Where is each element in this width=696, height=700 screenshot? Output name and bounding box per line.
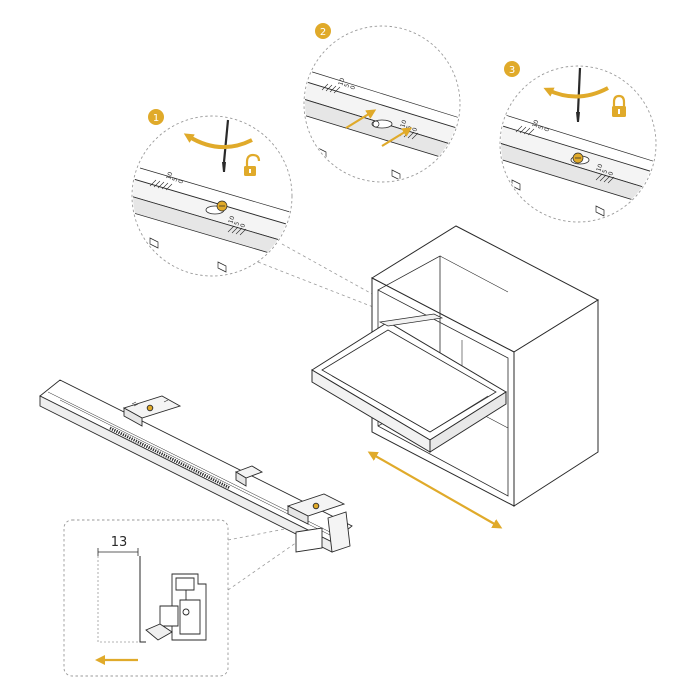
- runner-end-bracket: [327, 511, 351, 553]
- ruler-mark: 5: [537, 125, 545, 131]
- unlock-icon: [244, 153, 261, 176]
- cabinet-rail: [378, 313, 444, 327]
- step-2-detail: 10 5 0 10 5 0 2: [303, 23, 461, 183]
- ruler-ticks: [149, 179, 247, 236]
- ruler-mark: 10: [595, 163, 604, 173]
- step-number: 3: [509, 65, 515, 76]
- ruler-mark: 5: [601, 169, 609, 175]
- screwdriver-icon: [222, 119, 230, 172]
- step-number: 2: [320, 27, 326, 38]
- runner-track: [109, 426, 231, 490]
- lock-icon: [612, 94, 626, 117]
- ruler-mark: 0: [543, 127, 551, 133]
- connector-line-inset-a: [227, 527, 291, 541]
- ruler-mark: 10: [227, 215, 236, 225]
- step-badge: [504, 61, 520, 77]
- ruler-mark: 0: [349, 85, 357, 91]
- step-number: 1: [153, 113, 159, 124]
- screwdriver-icon: [576, 67, 582, 122]
- connector-line-inset-b: [227, 539, 301, 591]
- step-badge: [148, 109, 164, 125]
- ruler-mark: 10: [531, 119, 540, 129]
- dimension-value: 13: [111, 535, 128, 550]
- inset-detail: 13: [63, 519, 229, 677]
- step-1-detail: 10 5 0 10 5 0 1: [131, 109, 293, 277]
- rotate-arrow-icon: [543, 86, 609, 99]
- ruler-mark: 0: [411, 127, 419, 133]
- rail-plate: [305, 79, 459, 151]
- adjust-screw: [146, 404, 154, 412]
- step-badge: [315, 23, 331, 39]
- ruler-mark: 5: [343, 83, 351, 89]
- slide-arrow-icon: [345, 109, 413, 147]
- connector-line-detail-1a: [257, 261, 387, 313]
- ruler-mark: 10: [399, 119, 408, 129]
- drawer-side: [429, 391, 507, 453]
- ruler-mark: 10: [165, 171, 174, 181]
- pull-direction-arrow: [367, 451, 503, 529]
- adjust-screw: [312, 502, 320, 510]
- locking-clip: [145, 573, 207, 641]
- ruler-mark: 5: [233, 221, 241, 227]
- ruler-mark: 0: [239, 223, 247, 229]
- ruler-mark: 0: [177, 179, 185, 185]
- rotate-arrow-icon: [183, 133, 253, 150]
- ruler-ticks: [515, 125, 615, 184]
- ruler-mark: 0: [607, 171, 615, 177]
- rail-side: [133, 195, 291, 263]
- ruler-mark: 10: [337, 77, 346, 87]
- ruler-mark: 5: [171, 177, 179, 183]
- step-3-detail: 10 5 0 10 5 0 3: [499, 61, 657, 223]
- drawer-runner: [39, 379, 353, 553]
- cabinet: [311, 225, 600, 507]
